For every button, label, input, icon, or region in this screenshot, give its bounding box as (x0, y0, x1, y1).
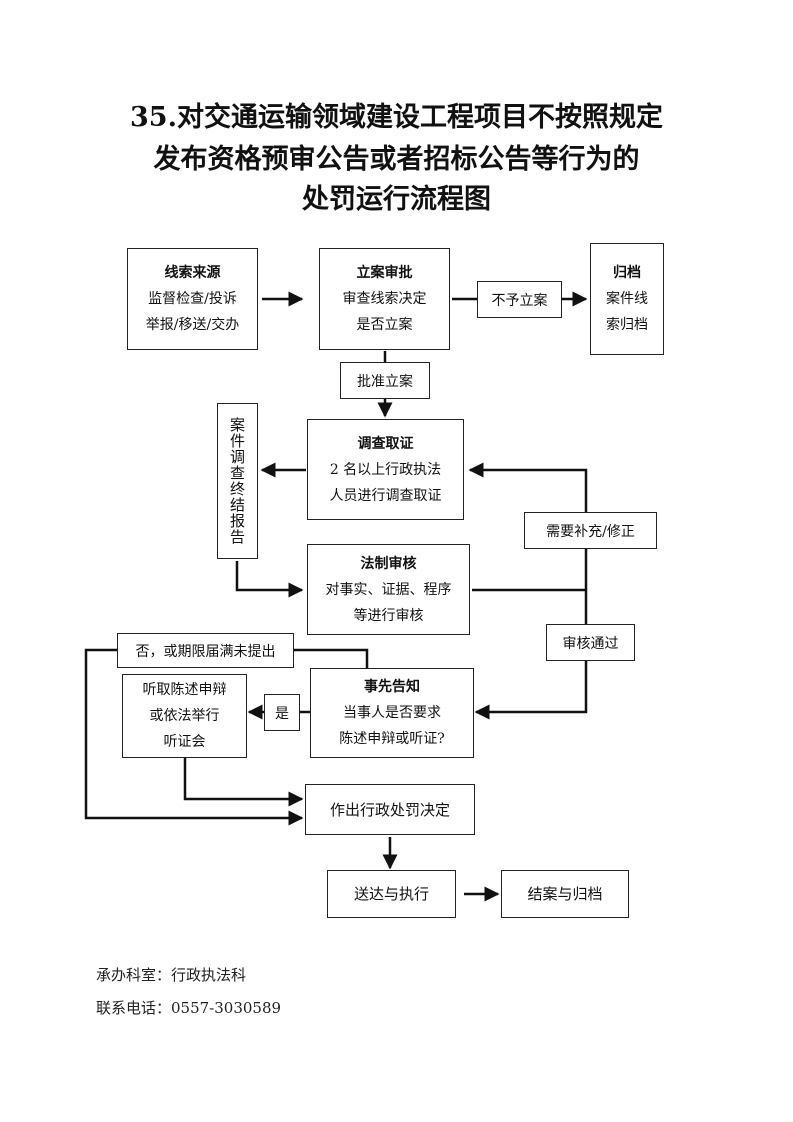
title-line-1: 35.对交通运输领域建设工程项目不按照规定 (130, 102, 663, 133)
arrow-report-to-review (235, 561, 304, 598)
node-text: 索归档 (606, 317, 648, 333)
label-yes: 是 (264, 694, 300, 731)
node-archive-clue: 归档 案件线 索归档 (590, 243, 664, 355)
label-text: 不予立案 (491, 292, 548, 309)
node-text: 监督检查/投诉 (148, 291, 237, 307)
node-heading: 调查取证 (357, 435, 414, 452)
node-text: 作出行政处罚决定 (329, 800, 450, 819)
label-text: 批准立案 (357, 373, 413, 390)
title-line-2: 发布资格预审公告或者招标公告等行为的 (153, 144, 640, 175)
node-case-approval: 立案审批 审查线索决定 是否立案 (319, 248, 450, 350)
label-no-or-expired: 否，或期限届满未提出 (117, 633, 294, 668)
node-investigation-report: 案件调查终结报告 (217, 403, 258, 559)
arrow-hearing-to-decision (183, 758, 304, 807)
node-text: 送达与执行 (353, 885, 429, 903)
node-text: 审查线索决定 (342, 291, 427, 307)
node-clue-source: 线索来源 监督检查/投诉 举报/移送/交办 (127, 248, 258, 350)
node-text: 听取陈述申辩 (142, 682, 227, 698)
node-text: 当事人是否要求 (343, 705, 441, 721)
footer-phone: 联系电话：0557-3030589 (96, 999, 282, 1017)
label-text: 否，或期限届满未提出 (135, 643, 276, 660)
node-close-archive: 结案与归档 (501, 870, 629, 918)
node-text: 人员进行调查取证 (329, 487, 442, 504)
label-text: 是 (275, 705, 289, 722)
node-text: 是否立案 (356, 317, 413, 333)
node-text: 举报/移送/交办 (145, 317, 240, 333)
node-penalty-decision: 作出行政处罚决定 (305, 784, 475, 835)
node-delivery-execution: 送达与执行 (327, 870, 456, 918)
node-heading: 法制审核 (360, 555, 417, 572)
node-text: 等进行审核 (353, 607, 424, 624)
node-heading: 事先告知 (364, 679, 420, 695)
title-line-3: 处罚运行流程图 (302, 184, 491, 215)
node-heading: 线索来源 (164, 265, 221, 281)
node-investigation: 调查取证 2 名以上行政执法 人员进行调查取证 (307, 419, 464, 520)
label-not-filed: 不予立案 (477, 281, 562, 318)
node-prior-notice: 事先告知 当事人是否要求 陈述申辩或听证? (310, 668, 474, 758)
node-hearing: 听取陈述申辩 或依法举行 听证会 (122, 674, 247, 758)
node-text: 案件线 (606, 291, 648, 307)
node-heading: 立案审批 (356, 265, 413, 281)
label-need-supplement: 需要补充/修正 (524, 512, 657, 549)
node-text: 对事实、证据、程序 (325, 581, 452, 598)
footer-department: 承办科室：行政执法科 (96, 966, 247, 984)
arrow-no-to-decision (84, 648, 304, 826)
label-text: 审核通过 (562, 635, 619, 652)
node-text: 听证会 (163, 734, 206, 750)
arrow-supplement-to-investigation (468, 462, 588, 512)
node-text: 或依法举行 (149, 708, 220, 724)
node-text: 陈述申辩或听证? (339, 731, 445, 747)
label-review-passed: 审核通过 (546, 624, 635, 661)
label-text: 需要补充/修正 (546, 523, 635, 540)
arrow-passed-to-notice (474, 661, 588, 720)
label-approved-filing: 批准立案 (340, 362, 430, 399)
node-legal-review: 法制审核 对事实、证据、程序 等进行审核 (307, 544, 470, 635)
node-heading: 归档 (613, 265, 641, 281)
node-text: 结案与归档 (527, 885, 603, 903)
node-text: 2 名以上行政执法 (329, 461, 442, 478)
line-notice-to-no (294, 648, 369, 668)
node-text: 案件调查终结报告 (228, 417, 246, 545)
